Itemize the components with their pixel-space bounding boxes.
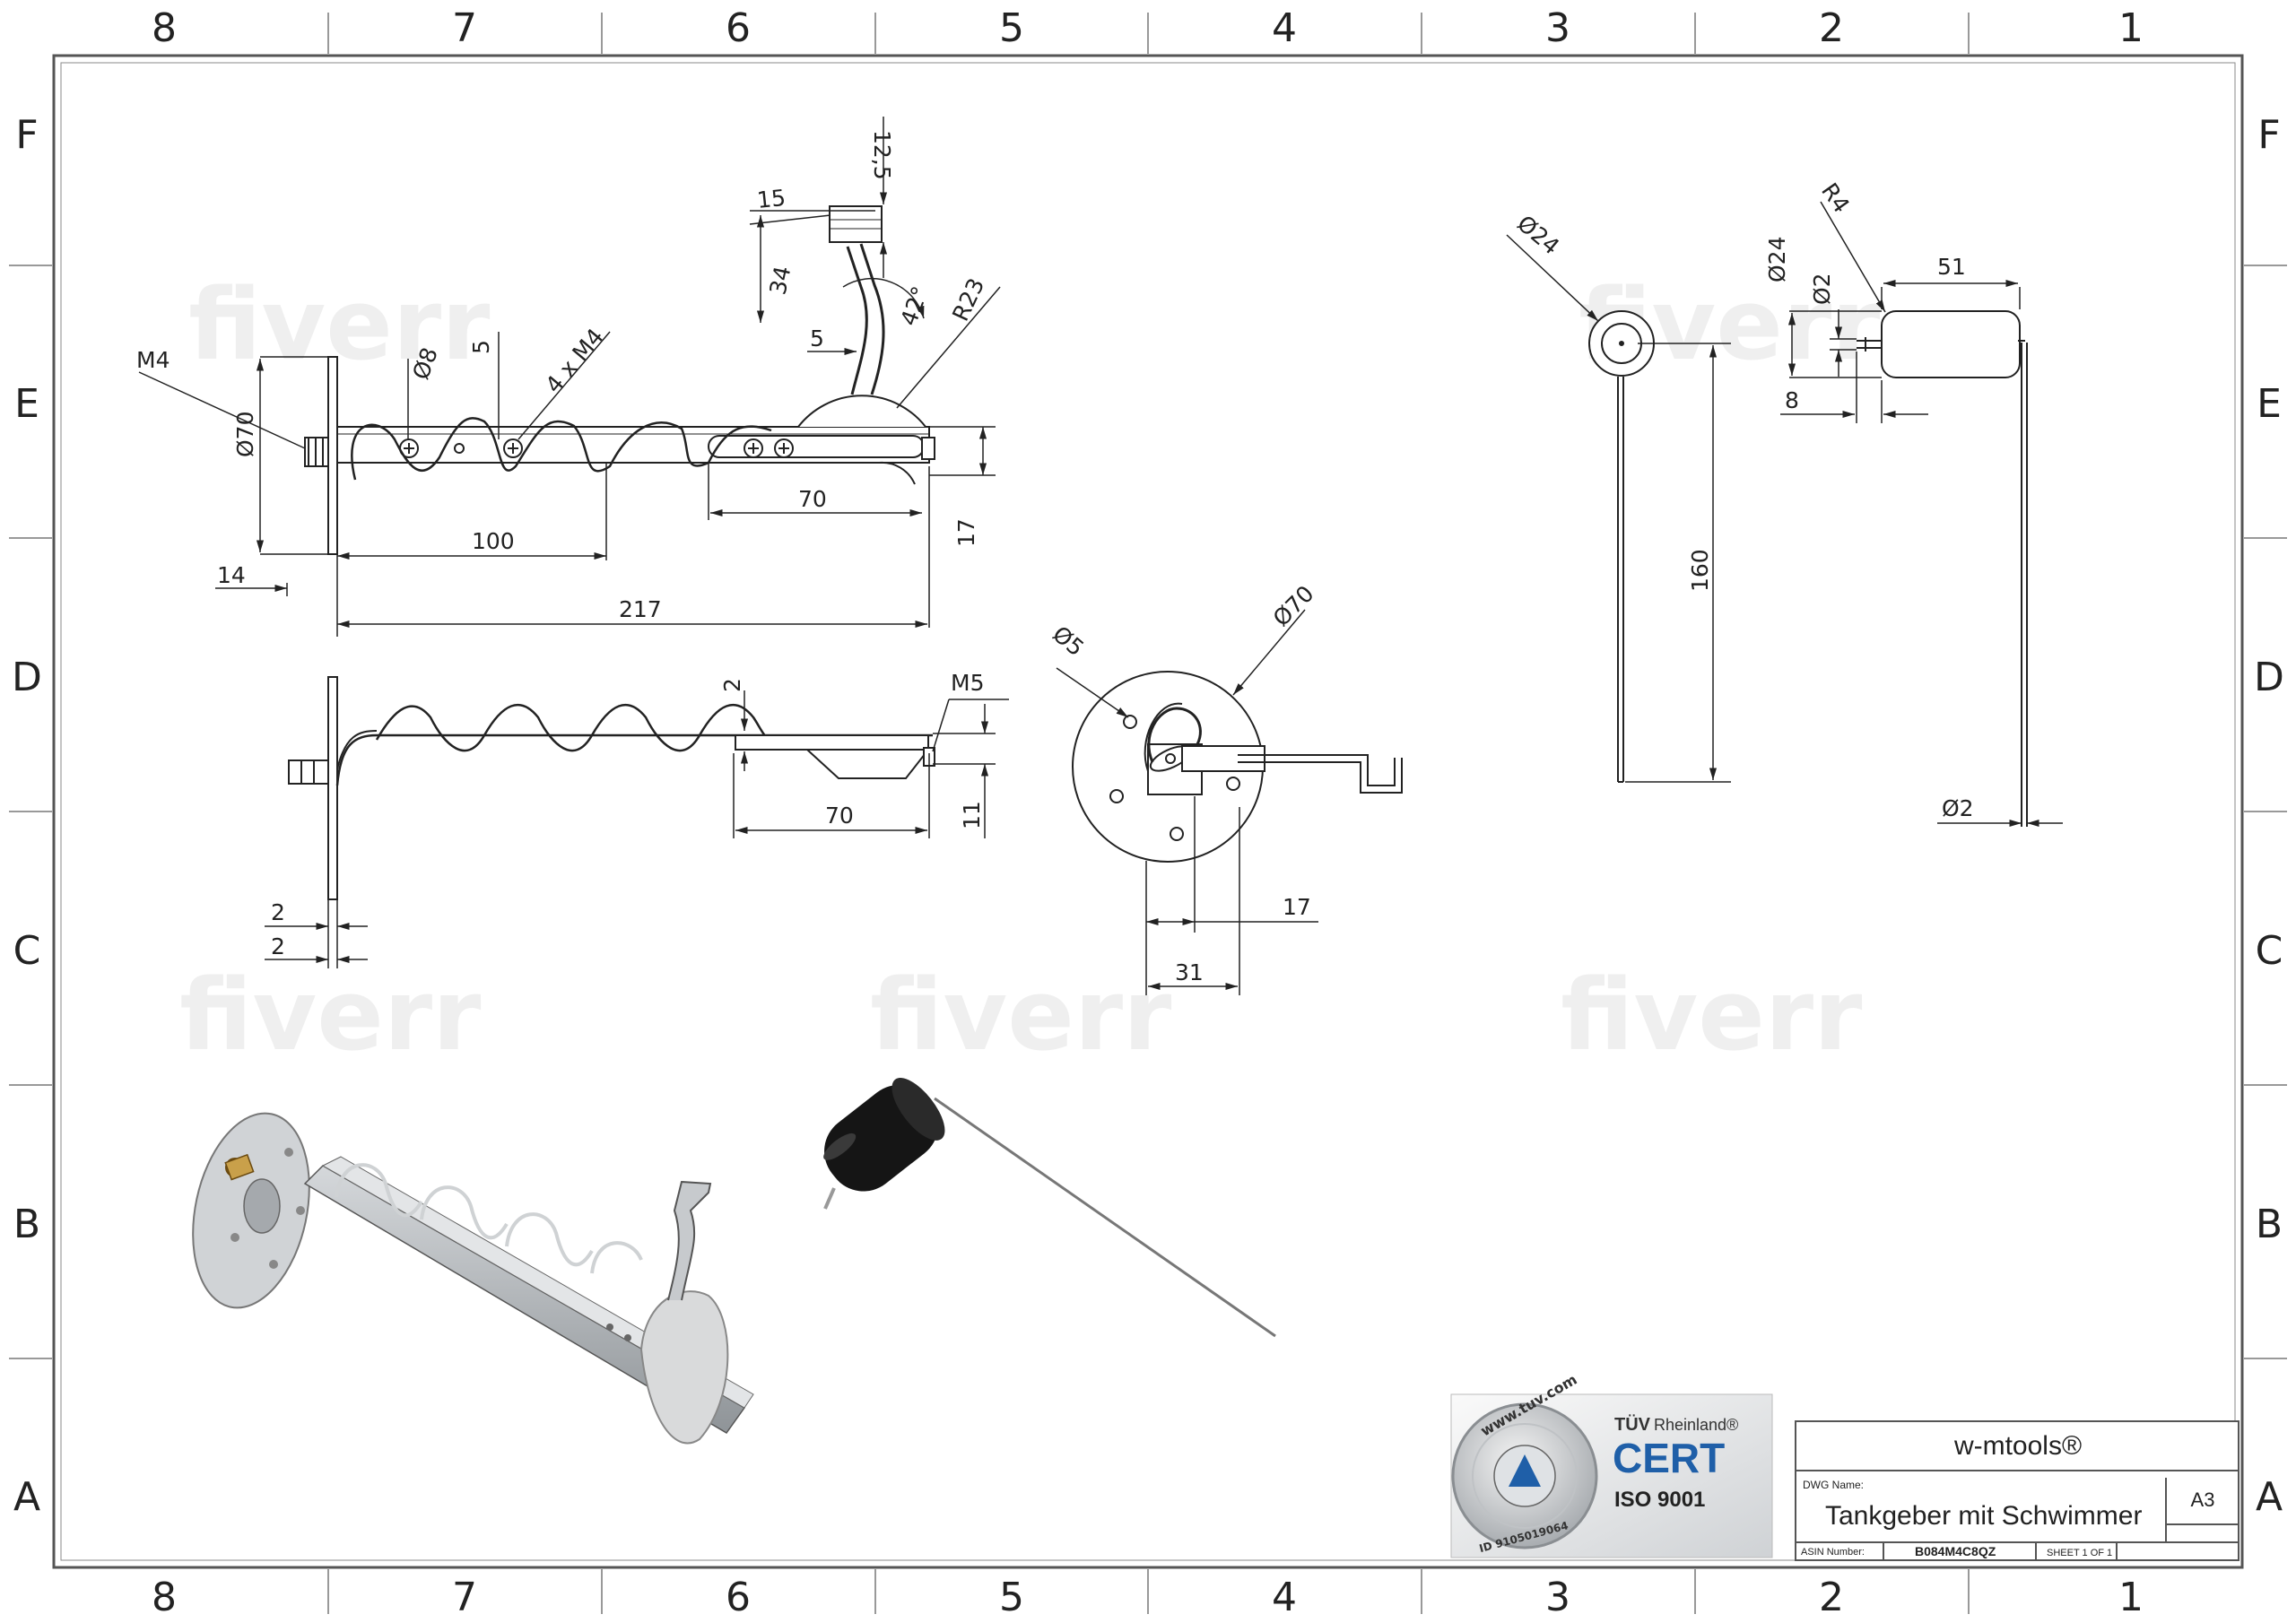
sheet-number: SHEET 1 OF 1 <box>2047 1548 2112 1558</box>
tuv-brand-prefix: TÜV <box>1614 1414 1651 1435</box>
zone-row-b-left: B <box>13 1202 40 1247</box>
watermark: fiverr <box>179 958 481 1072</box>
watermark: fiverr <box>870 958 1171 1072</box>
tuv-brand-suffix: Rheinland® <box>1654 1416 1738 1434</box>
dim-5-top: 5 <box>468 340 494 354</box>
zone-col-7-bottom: 7 <box>452 1575 477 1620</box>
side-view-top <box>304 205 935 555</box>
dim-12-5: 12,5 <box>869 130 895 180</box>
zone-col-4-bottom: 4 <box>1272 1575 1297 1620</box>
dim-31: 31 <box>1175 959 1204 985</box>
dim-2-a: 2 <box>271 899 285 925</box>
flange-view-dims <box>1056 609 1318 995</box>
dim-2-bottom: 2 <box>719 678 745 692</box>
float-front-dims <box>1506 234 1731 783</box>
sheet-size: A3 <box>2191 1488 2215 1511</box>
float-side-dims <box>1780 201 2063 828</box>
asin-number: B084M4C8QZ <box>1915 1544 1996 1558</box>
zone-col-4-top: 4 <box>1272 5 1297 51</box>
render-float <box>823 1078 1276 1338</box>
title-block <box>1795 1420 2239 1561</box>
zone-col-6-top: 6 <box>726 5 751 51</box>
zone-col-2-bottom: 2 <box>1819 1575 1844 1620</box>
zone-ticks <box>9 13 2287 1614</box>
dim-d24-side: Ø24 <box>1764 237 1790 283</box>
dim-42deg: 42° <box>895 282 933 329</box>
dim-51: 51 <box>1937 254 1966 280</box>
dim-70-top: 70 <box>798 486 827 512</box>
side-view-bottom-labels: 2 M5 70 11 2 2 <box>271 670 985 959</box>
cert-iso: ISO 9001 <box>1614 1488 1705 1512</box>
zone-col-3-top: 3 <box>1545 5 1570 51</box>
dim-5-arm: 5 <box>810 325 824 352</box>
dwg-name: Tankgeber mit Schwimmer <box>1825 1501 2142 1531</box>
side-view-top-dims <box>138 117 1001 637</box>
zone-col-2-top: 2 <box>1819 5 1844 51</box>
zone-row-f-left: F <box>15 112 38 158</box>
zone-row-d-left: D <box>12 655 42 700</box>
zone-row-a-right: A <box>2256 1474 2283 1520</box>
dim-d2-side: Ø2 <box>1809 273 1835 305</box>
dim-2-b: 2 <box>271 933 285 959</box>
zone-col-3-bottom: 3 <box>1545 1575 1570 1620</box>
dim-100: 100 <box>472 528 515 554</box>
zone-col-1-top: 1 <box>2118 5 2144 51</box>
zone-col-1-bottom: 1 <box>2118 1575 2144 1620</box>
zone-col-5-top: 5 <box>999 5 1024 51</box>
dim-d70: Ø70 <box>232 412 258 458</box>
zone-columns-bottom: 8 7 6 5 4 3 2 1 <box>152 1575 2144 1620</box>
zone-columns-top: 8 7 6 5 4 3 2 1 <box>152 5 2144 51</box>
zone-row-c-right: C <box>2256 928 2283 974</box>
watermark: fiverr <box>188 267 490 382</box>
title-block-text: w-mtools® DWG Name: Tankgeber mit Schwim… <box>1801 1431 2214 1558</box>
dim-8: 8 <box>1785 387 1799 413</box>
dim-11: 11 <box>959 801 985 829</box>
zone-row-d-right: D <box>2254 655 2284 700</box>
zone-row-e-right: E <box>2257 381 2282 427</box>
cert-badge: www.tuv.com ID 9105019064 TÜV Rheinland®… <box>1450 1371 1773 1558</box>
zone-row-b-right: B <box>2256 1202 2283 1247</box>
watermarks: fiverr fiverr fiverr fiverr fiverr <box>179 267 1880 1072</box>
zone-col-6-bottom: 6 <box>726 1575 751 1620</box>
dim-70-bottom: 70 <box>825 803 854 829</box>
sheet-border <box>52 54 2244 1569</box>
dim-14: 14 <box>217 562 246 588</box>
zone-col-8-top: 8 <box>152 5 177 51</box>
dwg-name-label: DWG Name: <box>1803 1479 1864 1491</box>
dim-d24-front: Ø24 <box>1512 210 1564 259</box>
dim-17-top: 17 <box>953 518 979 547</box>
dim-d70-flange: Ø70 <box>1268 580 1319 631</box>
dim-34: 34 <box>765 264 796 297</box>
dim-160: 160 <box>1687 549 1713 592</box>
zone-row-e-left: E <box>14 381 39 427</box>
zone-rows-right: F E D C B A <box>2254 112 2284 1520</box>
watermark: fiverr <box>1561 958 1862 1072</box>
dim-217: 217 <box>619 596 662 622</box>
zone-col-8-bottom: 8 <box>152 1575 177 1620</box>
float-side-view <box>1857 310 2028 827</box>
dim-4xm4: 4 x M4 <box>540 324 608 398</box>
side-view-bottom <box>288 676 935 900</box>
dim-15: 15 <box>756 185 787 213</box>
side-view-bottom-dims <box>265 690 1009 968</box>
zone-rows-left: F E D C B A <box>12 112 42 1520</box>
zone-row-c-left: C <box>13 928 41 974</box>
render-sender-assembly <box>192 1112 754 1445</box>
zone-col-7-top: 7 <box>452 5 477 51</box>
dim-d2-rod: Ø2 <box>1942 795 1974 821</box>
dim-d5: Ø5 <box>1048 621 1089 661</box>
zone-row-f-right: F <box>2257 112 2280 158</box>
dim-m4: M4 <box>136 347 170 373</box>
asin-label: ASIN Number: <box>1801 1547 1865 1558</box>
flange-view <box>1072 671 1403 863</box>
zone-col-5-bottom: 5 <box>999 1575 1024 1620</box>
dim-17-flange: 17 <box>1283 894 1311 920</box>
cert-title: CERT <box>1613 1435 1725 1481</box>
dim-m5: M5 <box>951 670 984 696</box>
dim-r23: R23 <box>947 274 989 325</box>
dim-r4: R4 <box>1816 178 1855 218</box>
zone-row-a-left: A <box>13 1474 40 1520</box>
company-name: w-mtools® <box>1953 1431 2082 1461</box>
